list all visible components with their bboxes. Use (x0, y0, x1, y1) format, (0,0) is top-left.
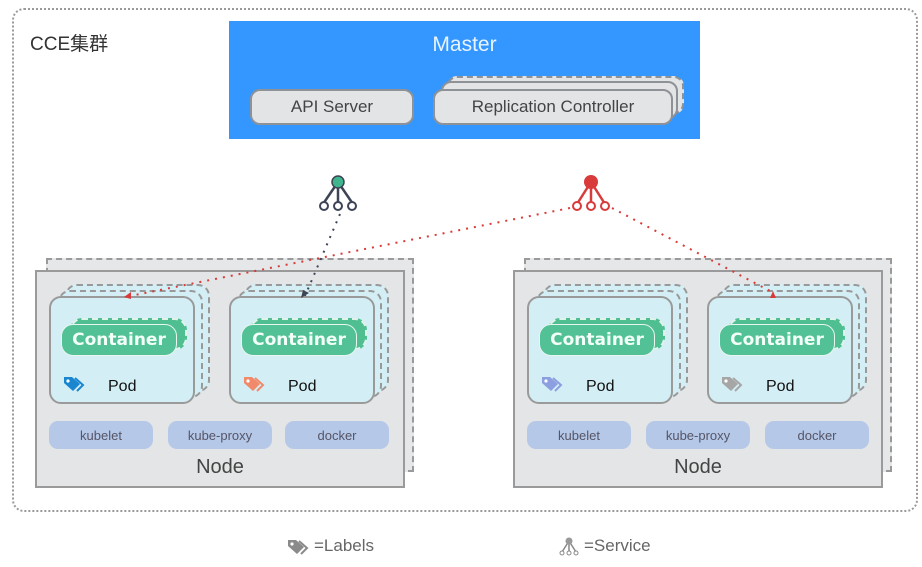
label-tag-icon-blue (62, 375, 86, 398)
container-1: Container (61, 324, 177, 356)
docker: docker (285, 421, 389, 449)
kube-proxy: kube-proxy (168, 421, 272, 449)
legend-service-icon (558, 535, 580, 562)
docker: docker (765, 421, 869, 449)
kubelet: kubelet (527, 421, 631, 449)
container-2: Container (241, 324, 357, 356)
pod-label: Pod (288, 378, 317, 395)
node-label: Node (674, 456, 722, 478)
kubelet: kubelet (49, 421, 153, 449)
master-title: Master (432, 33, 497, 56)
label-tag-icon-purple (540, 375, 564, 398)
legend-service-text: =Service (584, 536, 651, 555)
cce-cluster-boundary (12, 8, 918, 512)
api-server: API Server (250, 89, 414, 125)
service-icon-green (319, 175, 357, 211)
service-green-link (304, 213, 341, 297)
node-label: Node (196, 456, 244, 478)
arrowhead-dark (301, 290, 309, 298)
container-4: Container (719, 324, 835, 356)
replication-controller: Replication Controller (433, 89, 673, 125)
service-red-link-right (611, 207, 773, 293)
cluster-title: CCE集群 (30, 34, 109, 55)
service-icon-red (572, 175, 610, 211)
arrowhead-red-left (124, 292, 131, 299)
label-tag-icon-gray (720, 375, 744, 398)
container-3: Container (539, 324, 655, 356)
service-red-link-left (129, 207, 571, 297)
pod-label: Pod (586, 378, 615, 395)
kube-proxy: kube-proxy (646, 421, 750, 449)
pod-label: Pod (766, 378, 795, 395)
legend-labels-text: =Labels (314, 536, 375, 555)
legend-labels-icon (286, 538, 310, 561)
label-tag-icon-orange (242, 375, 266, 398)
arrowhead-red-right (770, 291, 776, 298)
pod-label: Pod (108, 378, 137, 395)
